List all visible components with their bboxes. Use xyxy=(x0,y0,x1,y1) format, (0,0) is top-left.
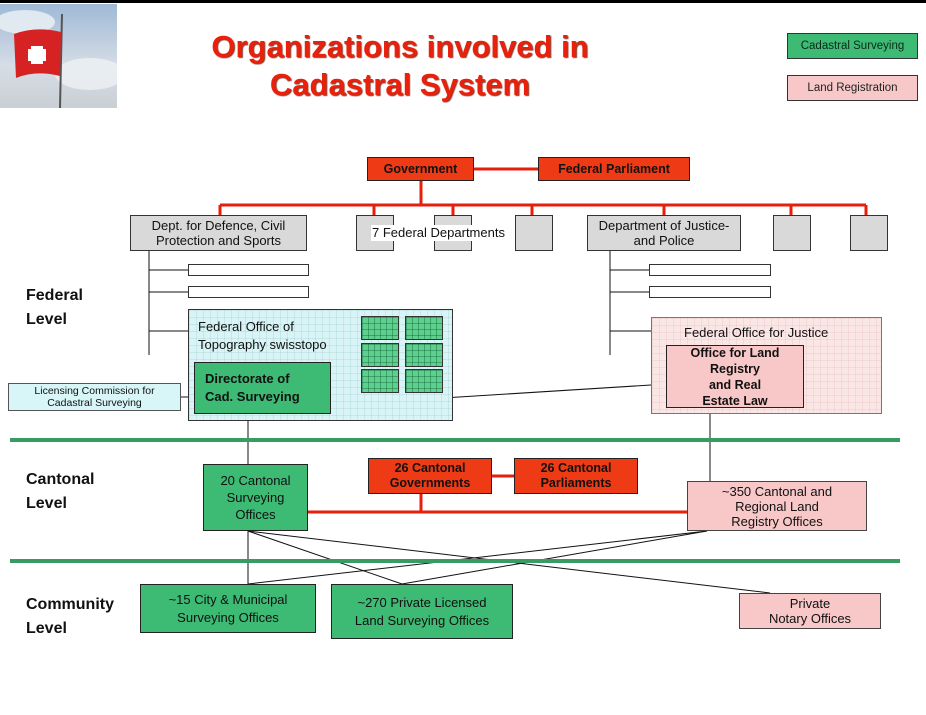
cantonal-red-connectors xyxy=(308,474,687,514)
map-tile-icon xyxy=(405,369,443,393)
land-registry-office-box: Office for Land Registry and Real Estate… xyxy=(666,345,804,408)
cantonal-surveying-offices-box: 20 Cantonal Surveying Offices xyxy=(203,464,308,531)
cantonal-registry-offices-box: ~350 Cantonal and Regional Land Registry… xyxy=(687,481,867,531)
justice-dept-label: Department of Justice- and Police xyxy=(598,218,730,248)
notary-offices-label: Private Notary Offices xyxy=(768,596,852,626)
map-tile-icon xyxy=(405,343,443,367)
map-tile-icon xyxy=(361,369,399,393)
map-tile-icon xyxy=(361,316,399,340)
office-placeholder xyxy=(649,286,771,298)
department-box xyxy=(515,215,553,251)
cantonal-governments-box: 26 Cantonal Governments xyxy=(368,458,492,494)
cantonal-level-label: Cantonal Level xyxy=(26,471,95,512)
top-rule xyxy=(0,0,926,3)
federal-departments-label: 7 Federal Departments xyxy=(371,225,506,241)
cantonal-governments-label: 26 Cantonal Governments xyxy=(389,461,471,490)
map-tile-icon xyxy=(361,343,399,367)
licensing-commission-box: Licensing Commission for Cadastral Surve… xyxy=(8,383,181,411)
cantonal-parliaments-label: 26 Cantonal Parliaments xyxy=(540,461,612,490)
land-registry-office-label: Office for Land Registry and Real Estate… xyxy=(690,345,780,408)
level-dividers xyxy=(10,438,900,563)
swisstopo-label: Federal Office of Topography swisstopo xyxy=(198,319,327,352)
foj-label: Federal Office for Justice xyxy=(684,325,829,340)
department-box xyxy=(773,215,811,251)
office-placeholder xyxy=(188,286,309,298)
federal-parliament-label: Federal Parliament xyxy=(558,161,670,176)
ddps-box: Dept. for Defence, Civil Protection and … xyxy=(130,215,307,251)
swiss-flag-icon xyxy=(0,4,117,108)
government-box: Government xyxy=(367,157,474,181)
cantonal-parliaments-box: 26 Cantonal Parliaments xyxy=(514,458,638,494)
notary-offices-box: Private Notary Offices xyxy=(739,593,881,629)
legend-land-registration: Land Registration xyxy=(787,75,918,101)
legend-cadastral-surveying: Cadastral Surveying xyxy=(787,33,918,59)
community-level-label: Community Level xyxy=(26,596,114,637)
government-label: Government xyxy=(383,161,458,176)
page-title: Organizations involved in Cadastral Syst… xyxy=(211,29,589,102)
licensing-commission-label: Licensing Commission for Cadastral Surve… xyxy=(34,385,155,409)
map-tile-icon xyxy=(405,316,443,340)
private-surveying-offices-label: ~270 Private Licensed Land Surveying Off… xyxy=(354,594,490,628)
federal-level-label: Federal Level xyxy=(26,287,83,328)
municipal-surveying-offices-label: ~15 City & Municipal Surveying Offices xyxy=(168,591,288,625)
hierarchy-lines xyxy=(148,251,771,594)
federal-red-connectors xyxy=(218,167,868,215)
department-box xyxy=(850,215,888,251)
federal-parliament-box: Federal Parliament xyxy=(538,157,690,181)
cantonal-registry-offices-label: ~350 Cantonal and Regional Land Registry… xyxy=(721,483,833,529)
ddps-label: Dept. for Defence, Civil Protection and … xyxy=(151,218,286,248)
justice-dept-box: Department of Justice- and Police xyxy=(587,215,741,251)
directorate-label: Directorate of Cad. Surveying xyxy=(205,371,300,404)
cantonal-surveying-offices-label: 20 Cantonal Surveying Offices xyxy=(220,473,291,522)
office-placeholder xyxy=(649,264,771,276)
municipal-surveying-offices-box: ~15 City & Municipal Surveying Offices xyxy=(140,584,316,633)
directorate-box: Directorate of Cad. Surveying xyxy=(194,362,331,414)
office-placeholder xyxy=(188,264,309,276)
private-surveying-offices-box: ~270 Private Licensed Land Surveying Off… xyxy=(331,584,513,639)
